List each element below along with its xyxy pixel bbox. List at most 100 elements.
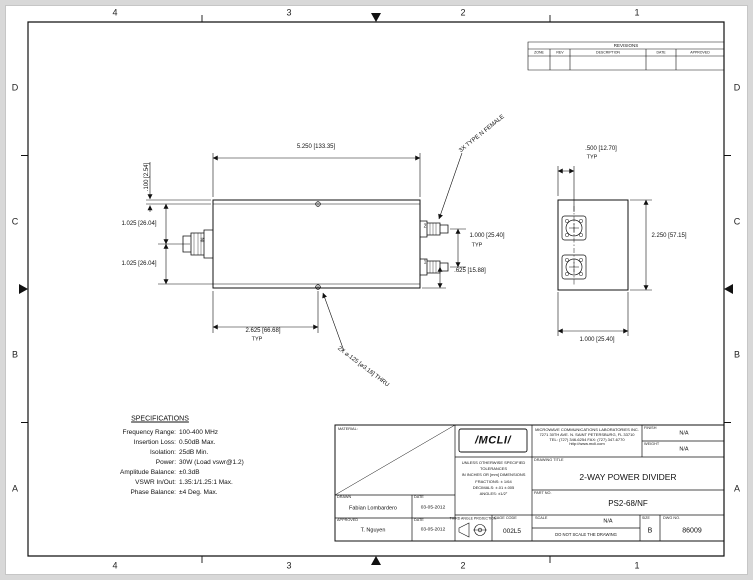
zone-col-bottom-3: 3 [286,560,292,571]
spec-row-power: Power:30W (Load vswr@1.2) [56,457,244,467]
zone-col-top-1: 1 [634,7,640,18]
port-label-1: 1 [423,259,427,266]
tolerance-line: UNLESS OTHERWISE SPECIFIED [461,460,526,465]
spec-label: VSWR In/Out: [135,478,176,486]
spec-label: Power: [155,458,176,466]
revisions-col-approved: APPROVED [690,49,710,54]
connector-flange-bottom [561,254,587,280]
dim-connector-offset: .500 [12.70] [585,146,617,152]
zone-row-right-d: D [733,82,741,93]
revisions-col-rev: REV [556,49,564,54]
dimension-lines [146,152,652,352]
part-no-label: PART NO. [534,491,552,495]
spec-label: Isolation: [149,448,176,456]
spec-label: Insertion Loss: [133,438,176,446]
zone-col-top-2: 2 [460,7,466,18]
dim-hole-position-typ: TYP [251,336,263,343]
size-value: B [647,527,653,535]
cage-code: 002L5 [502,527,522,535]
zone-row-left-a: A [11,483,19,494]
approved-label: APPROVED [337,518,359,522]
revisions-col-date: DATE [656,49,666,54]
connector-flange-top [561,215,587,241]
spec-row-insertion-loss: Insertion Loss:0.50dB Max. [56,437,244,447]
spec-value: ±4 Deg. Max. [179,488,218,496]
spec-row-amplitude-balance: Amplitude Balance:±0.3dB [56,467,244,477]
zone-col-bottom-1: 1 [634,560,640,571]
approved-date-label: DATE [414,518,424,522]
drawn-name: Fabian Lombardero [348,505,398,512]
company-line: MICROWAVE COMMUNICATIONS LABORATORIES IN… [535,427,639,432]
dim-connector-offset-typ: TYP [586,154,598,161]
end-view-linework [557,199,629,291]
drawing-title-label: DRAWING TITLE [534,458,564,462]
drawn-date-label: DATE [414,495,424,499]
spec-value: 1.35:1/1.25:1 Max. [179,478,233,486]
tolerance-line: FRACTIONS: ± 1/64 [475,478,512,484]
spec-value: ±0.3dB [179,468,200,476]
dim-body-width: 1.000 [25.40] [579,337,615,343]
part-number: PS2-68/NF [608,499,648,508]
cage-code-label: CAGE CODE [494,516,517,520]
dim-upper-offset: 1.025 [26.04] [121,221,157,227]
dwg-no-label: DWG NO. [663,516,681,520]
zone-col-bottom-4: 4 [112,560,118,571]
drawing-title: 2-WAY POWER DIVIDER [579,471,677,482]
dim-body-height: 2.250 [57.15] [651,233,687,239]
company-line: 7271 30TH AVE. N. SAINT PETERSBURG, FL 3… [539,431,635,437]
spec-row-isolation: Isolation:25dB Min. [56,447,244,457]
spec-label: Phase Balance: [130,488,176,496]
size-label: SIZE [642,516,650,520]
projection-label: THIRD ANGLE PROJECTION [449,515,497,520]
drawn-date: 03-05-2012 [420,505,446,511]
dim-cover-thickness: .100 [2.54] [144,162,150,192]
dim-output-spacing-typ: TYP [471,242,483,249]
weight-label: WEIGHT [644,442,660,446]
spec-row-vswr: VSWR In/Out:1.35:1/1.25:1 Max. [56,477,244,487]
dim-overall-width: 5.250 [133.35] [296,144,336,150]
dim-output-bottom: .625 [15.88] [454,268,486,274]
title-block-grid [334,424,725,542]
zone-row-right-b: B [733,349,741,360]
port-label-2: 2 [423,223,427,230]
spec-label: Amplitude Balance: [119,468,176,476]
dim-lower-offset: 1.025 [26.04] [121,261,157,267]
do-not-scale-note: DO NOT SCALE THE DRAWING [555,531,617,537]
approved-date: 03-05-2012 [420,527,446,533]
side-view-linework [182,199,449,290]
sheet-border [19,13,733,565]
company-line: http://www.mcli.com [569,441,605,447]
approved-name: T. Nguyen [360,527,386,534]
spec-value: 0.50dB Max. [179,438,216,446]
spec-value: 30W (Load vswr@1.2) [179,458,244,466]
zone-col-top-4: 4 [112,7,118,18]
scale-value: N/A [603,518,613,525]
tolerance-line: TOLERANCES [479,466,508,472]
zone-row-right-a: A [733,483,741,494]
zone-row-right-c: C [733,216,741,227]
dim-hole-position: 2.625 [66.68] [245,328,281,334]
revisions-col-description: DESCRIPTION [596,49,620,54]
company-info: MICROWAVE COMMUNICATIONS LABORATORIES IN… [534,427,640,447]
mcli-logo: /MCLI/ [475,434,511,446]
spec-value: 100-400 MHz [179,428,219,436]
third-angle-projection-symbol [458,522,487,538]
specifications-title: SPECIFICATIONS [131,415,189,423]
finish-label: FINISH [644,426,657,430]
zone-col-top-3: 3 [286,7,292,18]
dwg-number: 86009 [682,527,702,535]
specifications-block: Frequency Range:100-400 MHz Insertion Lo… [56,427,244,497]
spec-row-phase-balance: Phase Balance:±4 Deg. Max. [56,487,244,497]
tolerance-line: IN INCHES OR [mm] DIMENSIONS [461,472,526,478]
dim-output-spacing: 1.000 [25.40] [469,233,505,239]
drawn-label: DRAWN [337,495,352,499]
zone-row-left-c: C [11,216,19,227]
spec-value: 25dB Min. [179,448,209,456]
scale-label: SCALE [535,516,548,520]
spec-row-frequency: Frequency Range:100-400 MHz [56,427,244,437]
revisions-col-zone: ZONE [534,49,544,54]
tolerances-block: UNLESS OTHERWISE SPECIFIED TOLERANCES IN… [456,460,531,497]
zone-col-bottom-2: 2 [460,560,466,571]
